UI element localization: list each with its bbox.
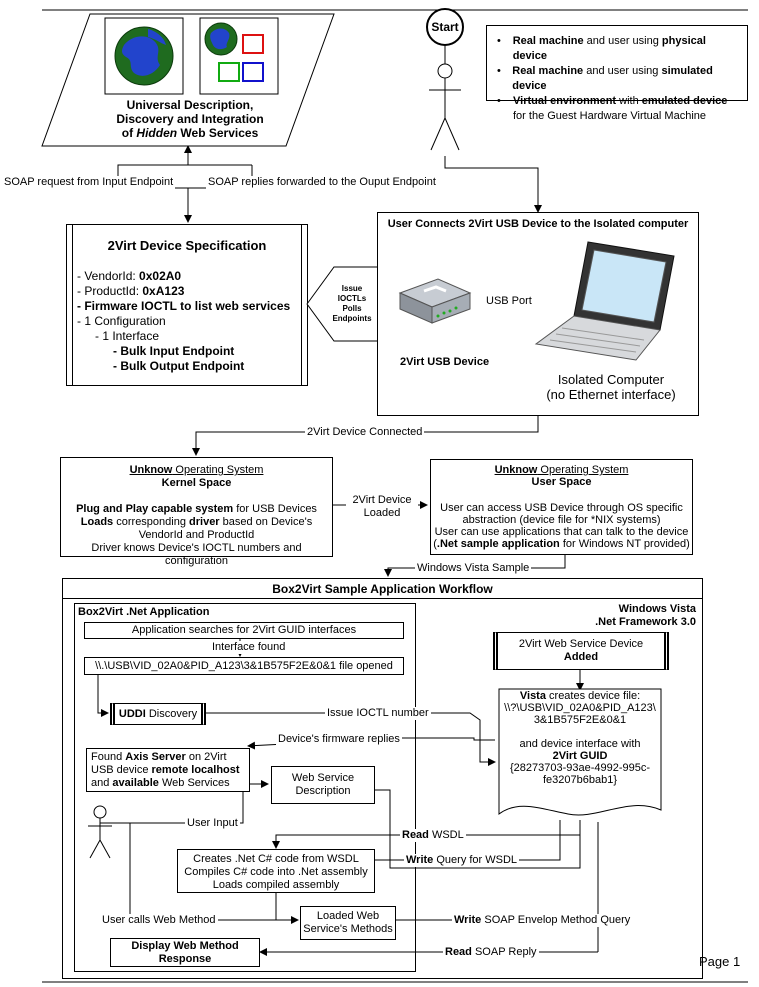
uddi-title: Universal Description, Discovery and Int…	[116, 98, 264, 140]
device-spec-title: 2Virt Device Specification	[107, 238, 267, 253]
soap-request-label: SOAP request from Input Endpoint	[2, 176, 176, 189]
net-application-box: Box2Virt .Net Application	[74, 603, 416, 972]
uddi-discovery-box: UDDI Discovery	[110, 703, 206, 725]
interface-found-label: Interface found	[210, 641, 288, 654]
soap-replies-label: SOAP replies forwarded to the Ouput Endp…	[206, 176, 438, 189]
workflow-title: Box2Virt Sample Application Workflow	[272, 582, 493, 596]
workflow-frame: Box2Virt Sample Application Workflow	[62, 578, 703, 979]
user-space-box: Unknow Operating System User Space User …	[430, 459, 693, 555]
issue-ioctl-number-label: Issue IOCTL number	[325, 707, 431, 720]
device-spec-list: - VendorId: 0x02A0 - ProductId: 0xA123 -…	[77, 269, 291, 373]
connect-title: User Connects 2Virt USB Device to the Is…	[387, 218, 689, 230]
user-calls-label: User calls Web Method	[100, 914, 218, 927]
net-app-title: Box2Virt .Net Application	[78, 606, 210, 618]
globe-icon	[104, 17, 184, 95]
device-spec-box: 2Virt Device Specification - VendorId: 0…	[66, 224, 308, 386]
device-file-document-shape	[498, 688, 662, 816]
page-number: Page 1	[699, 954, 741, 969]
kernel-space-box: Unknow Operating System Kernel Space Plu…	[60, 457, 333, 567]
scenario-item: • Real machine and user using physical d…	[497, 35, 706, 62]
usb-port-label: USB Port	[484, 295, 534, 308]
vista-sample-label: Windows Vista Sample	[415, 562, 532, 575]
globe-windows-icon	[199, 17, 279, 95]
user-input-label: User Input	[185, 817, 240, 830]
scenario-item: • Real machine and user using simulated …	[497, 65, 713, 92]
found-axis-box: Found Axis Server on 2Virt USB device re…	[86, 748, 250, 792]
device-connected-label: 2Virt Device Connected	[305, 426, 425, 439]
write-query-label: Write Query for WSDL	[404, 854, 520, 867]
usb-device-label: 2Virt USB Device	[400, 356, 490, 368]
file-opened-box: \\.\USB\VID_02A0&PID_A123\3&1B575F2E&0&1…	[84, 657, 404, 675]
searches-box: Application searches for 2Virt GUID inte…	[84, 622, 404, 639]
start-node: Start	[426, 8, 464, 46]
device-file-text: Vista creates device file: \\?\USB\VID_0…	[504, 690, 656, 786]
read-soap-reply-label: Read SOAP Reply	[443, 946, 539, 959]
laptop-icon	[534, 241, 675, 361]
usb-device-icon	[398, 278, 472, 324]
user-figure-icon	[429, 46, 461, 151]
scenario-list: • Real machine and user using physical d…	[486, 25, 748, 122]
scenario-item: • Virtual environment with emulated devi…	[497, 95, 728, 122]
vista-framework-label: Windows Vista.Net Framework 3.0	[595, 603, 696, 628]
write-soap-label: Write SOAP Envelop Method Query	[452, 914, 633, 927]
user-small-figure-icon	[88, 805, 112, 859]
firmware-replies-label: Device's firmware replies	[276, 733, 402, 746]
read-wsdl-label: Read WSDL	[400, 829, 466, 842]
isolated-computer-label: Isolated Computer (no Ethernet interface…	[546, 372, 676, 402]
